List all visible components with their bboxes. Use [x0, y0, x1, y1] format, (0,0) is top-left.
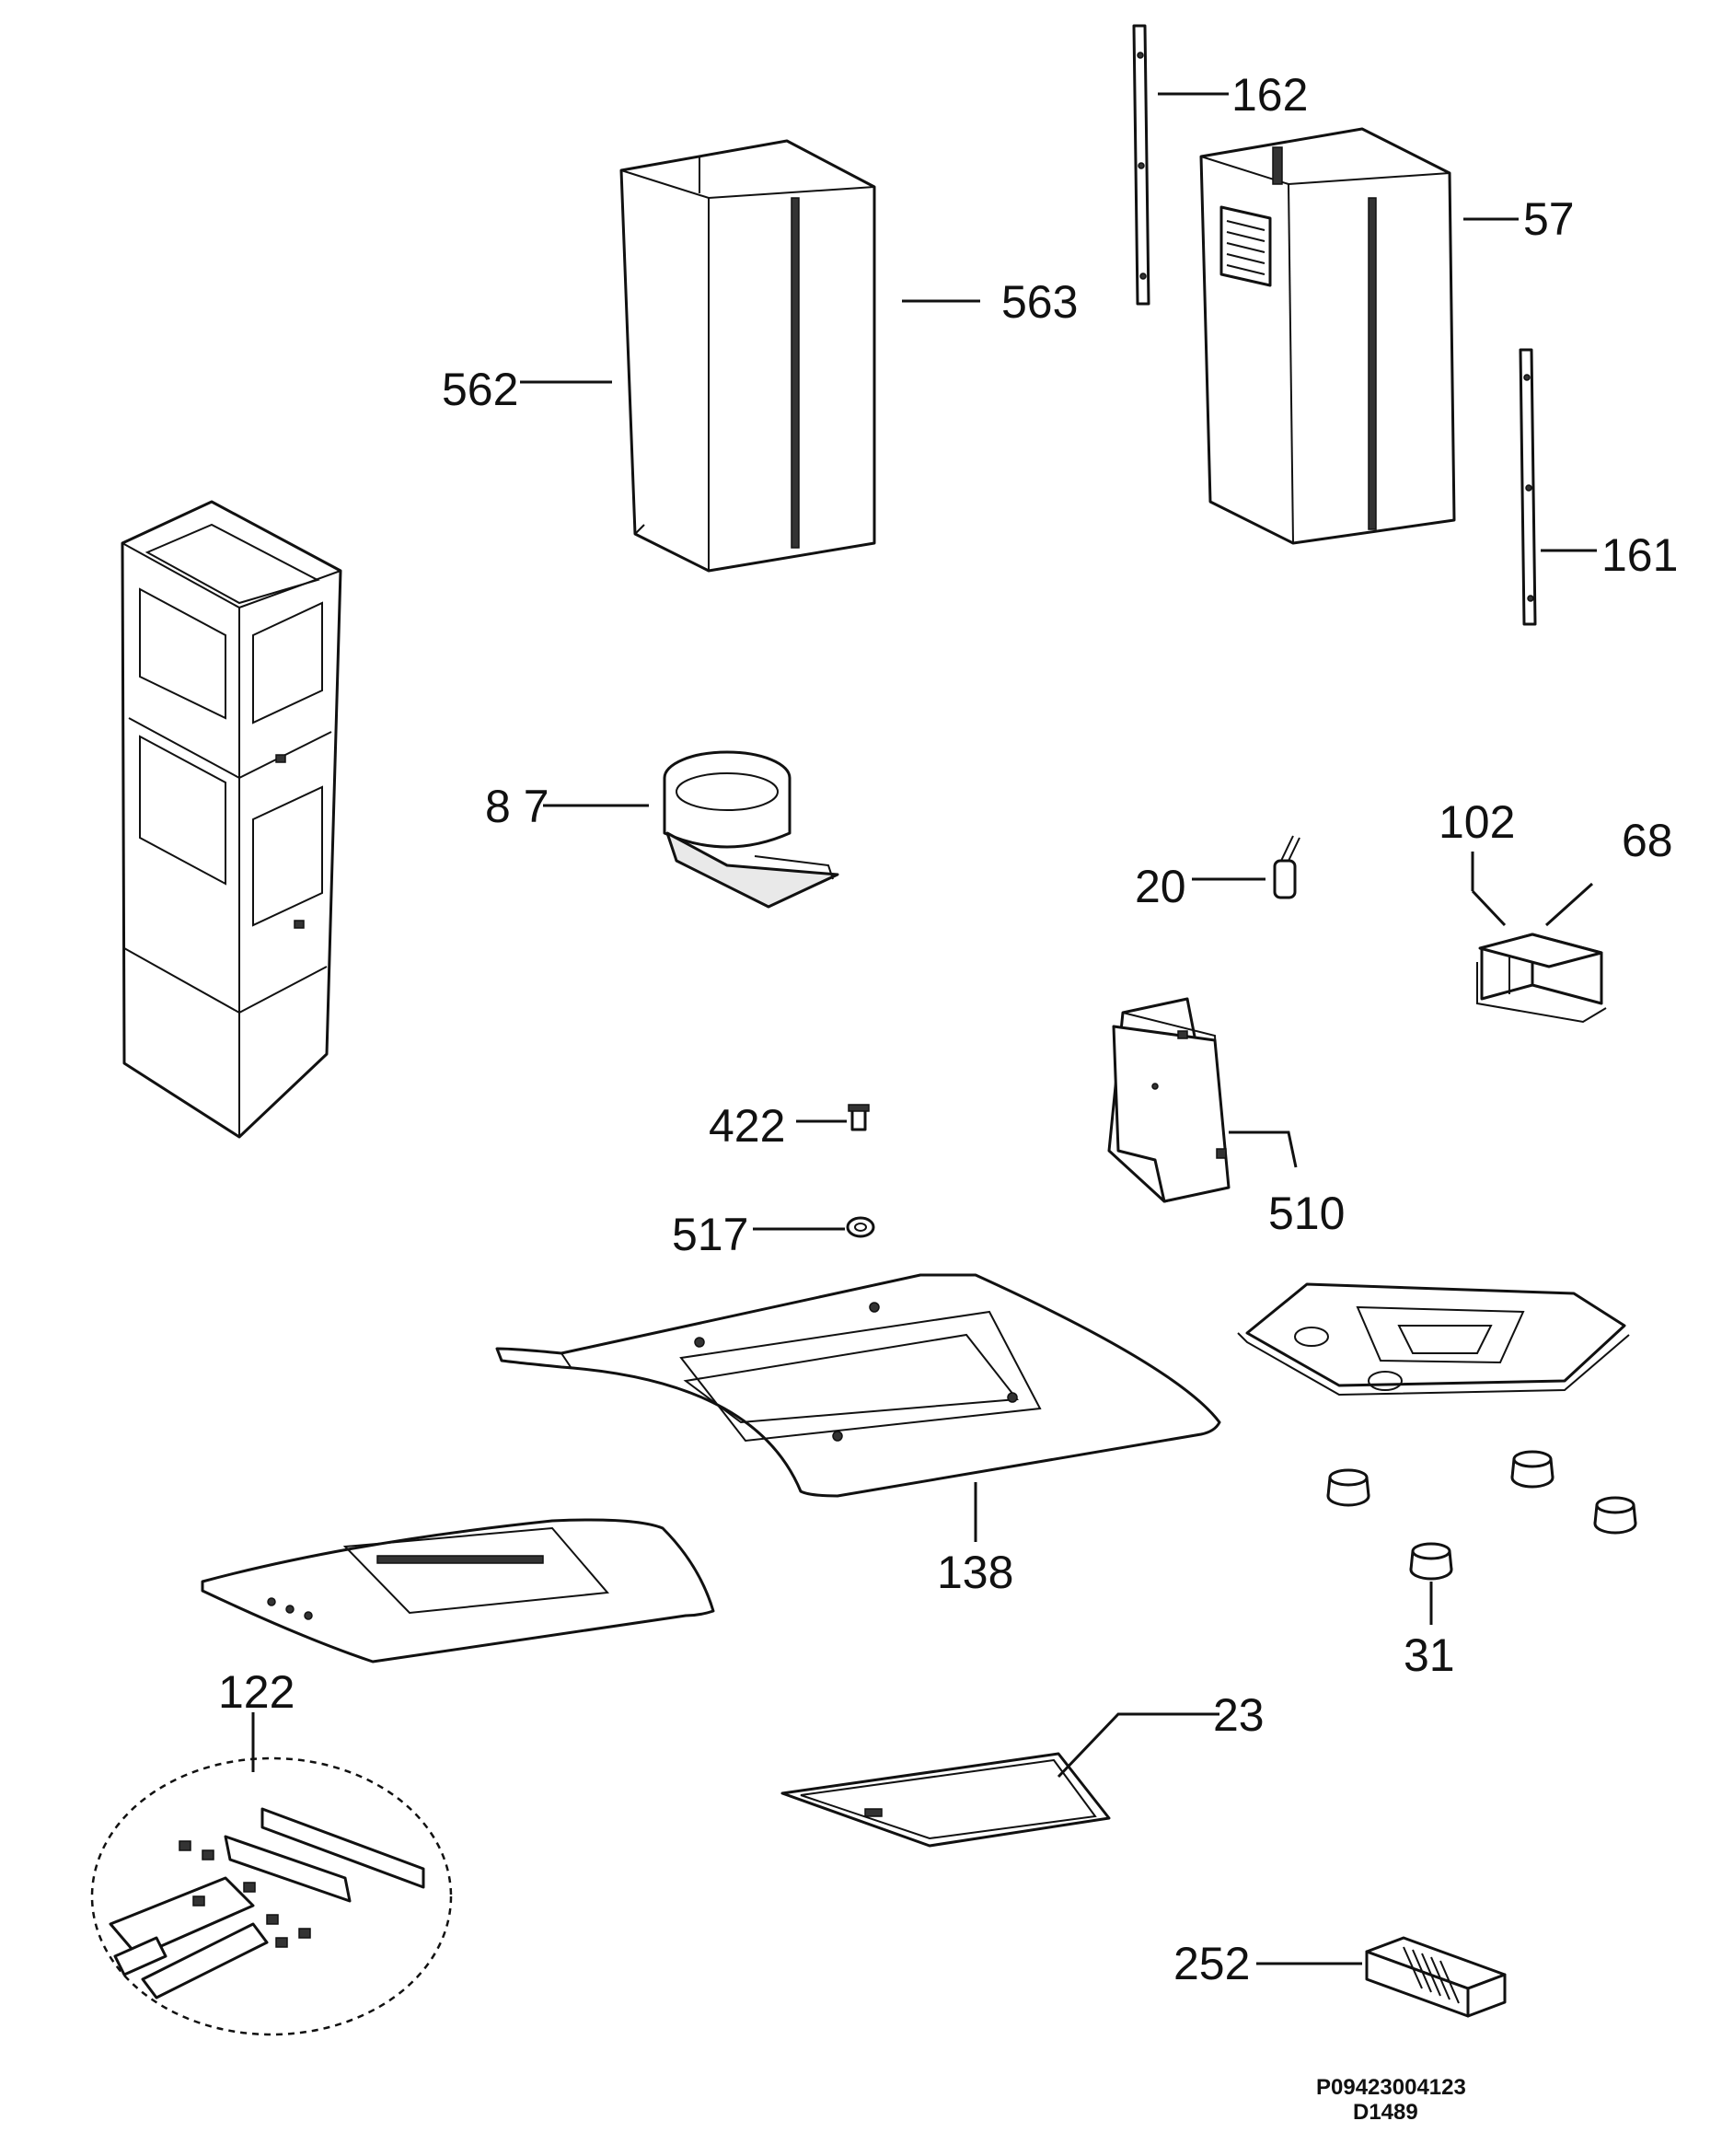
leader-23: [1057, 1712, 1219, 1779]
mounting-plate: [1237, 1282, 1630, 1397]
label-517: 517: [672, 1209, 748, 1260]
label-87: 8 7: [485, 781, 549, 832]
label-31: 31: [1404, 1629, 1455, 1681]
label-122: 122: [218, 1666, 295, 1718]
knob: [1593, 1496, 1637, 1535]
leader-68: [1544, 882, 1594, 927]
leader-102b: [1471, 889, 1507, 927]
knob: [1409, 1542, 1453, 1581]
filter-mesh: [1403, 1946, 1460, 2004]
control-box: [1107, 997, 1231, 1203]
capacitor: [1273, 835, 1300, 899]
label-20: 20: [1135, 861, 1186, 912]
knob: [1510, 1450, 1554, 1489]
knob: [1326, 1468, 1370, 1507]
label-102: 102: [1439, 796, 1515, 848]
label-563: 563: [1001, 276, 1078, 328]
chimney-cover-lower: [1199, 127, 1456, 545]
fan-housing: [663, 750, 839, 909]
diagram-code: P09423004123: [1316, 2075, 1466, 2100]
mounting-strip-upper: [1132, 24, 1150, 306]
label-57: 57: [1523, 193, 1575, 245]
label-562: 562: [442, 364, 518, 415]
grease-filter: [780, 1752, 1111, 1848]
control-assembly: [90, 1756, 453, 2036]
label-422: 422: [709, 1100, 785, 1152]
hood-body: [495, 1273, 1221, 1498]
label-161: 161: [1601, 529, 1678, 581]
support-frame: [121, 500, 342, 1139]
leader-510: [1229, 1130, 1298, 1168]
mounting-strip-lower: [1519, 348, 1537, 626]
chimney-cover-upper: [619, 139, 876, 573]
switch-module: [1476, 933, 1607, 1024]
label-162: 162: [1231, 69, 1308, 121]
carbon-filter: [1365, 1936, 1507, 2018]
screw: [848, 1104, 870, 1131]
knobs: [1326, 1450, 1637, 1581]
label-138: 138: [937, 1547, 1013, 1598]
grommet: [846, 1216, 875, 1238]
front-panel: [201, 1518, 715, 1663]
vent-grille: [1219, 205, 1272, 287]
label-510: 510: [1268, 1188, 1345, 1239]
label-23: 23: [1213, 1689, 1265, 1741]
diagram-subcode: D1489: [1353, 2100, 1418, 2125]
label-68: 68: [1622, 815, 1673, 866]
label-252: 252: [1173, 1938, 1250, 1989]
